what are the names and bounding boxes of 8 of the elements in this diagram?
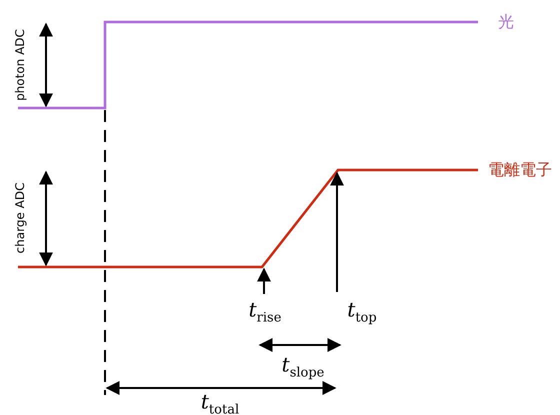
- time-label: t$_{total}$: [200, 392, 240, 415]
- time-label: t$_{slope}$: [282, 354, 324, 380]
- axis-label: photon ADC: [14, 29, 26, 101]
- axis-label: charge ADC: [14, 182, 26, 254]
- time-label: t$_{top}$: [347, 300, 377, 324]
- time-label: t$_{rise}$: [248, 300, 282, 324]
- line-label: 電離電子: [488, 162, 552, 178]
- line-label: 光: [498, 14, 514, 30]
